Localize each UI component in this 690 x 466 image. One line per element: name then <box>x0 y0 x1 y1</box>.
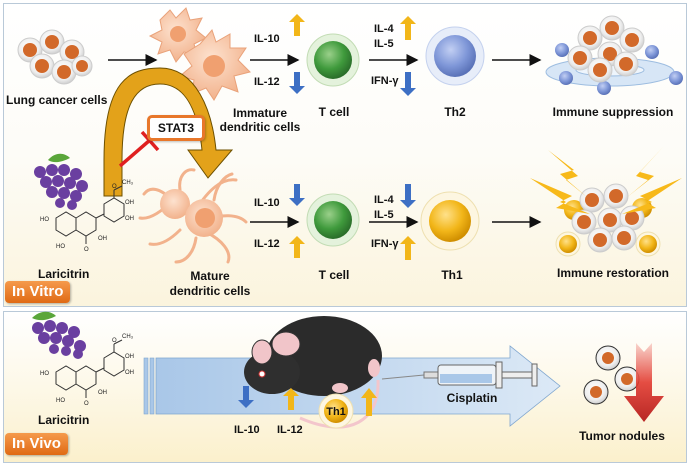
chem-label: OH <box>98 236 107 242</box>
laricitrin-label: Laricitrin <box>38 267 90 281</box>
th1-label: Th1 <box>441 268 463 282</box>
chem-label: O <box>112 184 117 190</box>
immature-dc-label-line2: dendritic cells <box>219 120 301 134</box>
chem-label: OH <box>125 354 134 360</box>
lung-cancer-cells-icon <box>17 29 93 85</box>
stat3-box: STAT3 <box>147 115 205 141</box>
cytokine-label-il4: IL-4 <box>374 23 394 35</box>
tumor-nodules-label: Tumor nodules <box>579 429 665 443</box>
grapes-icon <box>32 311 86 359</box>
immune-suppression-icon <box>545 15 683 95</box>
in-vitro-badge: In Vitro <box>5 281 71 303</box>
th1-cell-icon <box>318 393 354 429</box>
cytokine-label-il4: IL-4 <box>374 194 394 206</box>
mature-dc-label-line2: dendritic cells <box>169 284 251 298</box>
laricitrin-structure-icon <box>55 339 125 398</box>
cytokine-label-il10: IL-10 <box>234 424 260 436</box>
up-arrow-icon <box>361 388 377 416</box>
chem-label: OH <box>125 216 134 222</box>
immune-restoration-icon <box>530 146 682 257</box>
chem-label: CH₃ <box>122 334 134 340</box>
chem-label: CH₃ <box>122 180 134 186</box>
down-arrow-icon <box>400 184 416 208</box>
th2-label: Th2 <box>444 105 466 119</box>
chem-label: HO <box>40 371 49 377</box>
th1-label: Th1 <box>326 406 346 418</box>
laricitrin-structure-icon <box>55 185 125 244</box>
lung-cancer-cells-label: Lung cancer cells <box>6 93 108 107</box>
cytokine-label-il5: IL-5 <box>374 38 394 50</box>
mature-dc-label-line1: Mature <box>190 269 230 283</box>
t-cell-label: T cell <box>318 105 350 119</box>
chem-label: O <box>84 401 89 407</box>
decrease-arrow-icon <box>624 343 664 422</box>
cytokine-label-il12: IL-12 <box>254 238 280 250</box>
up-arrow-icon <box>400 16 416 40</box>
up-arrow-icon <box>289 14 305 36</box>
th2-cell-icon <box>425 26 485 86</box>
up-arrow-icon <box>289 236 305 258</box>
chem-label: OH <box>98 390 107 396</box>
t-cell-icon <box>306 193 360 247</box>
down-arrow-icon <box>238 386 254 408</box>
in-vivo-badge: In Vivo <box>5 433 68 455</box>
dendritic-cell-nucleus <box>195 208 215 228</box>
up-arrow-icon <box>283 388 299 410</box>
chem-label: OH <box>125 200 134 206</box>
t-cell-label: T cell <box>318 268 350 282</box>
cytokine-label-il10: IL-10 <box>254 197 280 209</box>
tumor-nodules-icon <box>583 345 640 405</box>
dendritic-cell-body <box>160 189 190 219</box>
cytokine-label-il5: IL-5 <box>374 209 394 221</box>
cytokine-label-ifng: IFN-γ <box>371 238 399 250</box>
immature-dendritic-cells-icon <box>148 7 251 101</box>
syringe-icon <box>381 361 538 389</box>
chem-label: HO <box>40 217 49 223</box>
cytokine-label-il10: IL-10 <box>254 33 280 45</box>
chem-label: OH <box>125 370 134 376</box>
grapes-icon <box>34 153 88 210</box>
immature-dc-label-line1: Immature <box>232 106 288 120</box>
cytokine-label-il12: IL-12 <box>254 76 280 88</box>
chem-label: HO <box>56 244 65 250</box>
up-arrow-icon <box>400 236 416 260</box>
inhibition-icon <box>118 130 160 168</box>
chem-label: O <box>112 338 117 344</box>
mouse-icon <box>243 316 382 429</box>
laricitrin-label: Laricitrin <box>38 413 90 427</box>
chem-label: HO <box>56 398 65 404</box>
immune-suppression-label: Immune suppression <box>552 105 674 119</box>
maturation-curved-arrow <box>103 67 234 197</box>
down-arrow-icon <box>289 72 305 94</box>
cytokine-label-il12: IL-12 <box>277 424 303 436</box>
t-cell-icon <box>306 33 360 87</box>
down-arrow-icon <box>289 184 305 206</box>
chem-label: O <box>84 247 89 253</box>
th1-cell-icon <box>420 191 480 251</box>
cisplatin-label: Cisplatin <box>446 391 498 405</box>
down-arrow-icon <box>400 72 416 96</box>
immune-restoration-label: Immune restoration <box>556 266 670 280</box>
cytokine-label-ifng: IFN-γ <box>371 75 399 87</box>
